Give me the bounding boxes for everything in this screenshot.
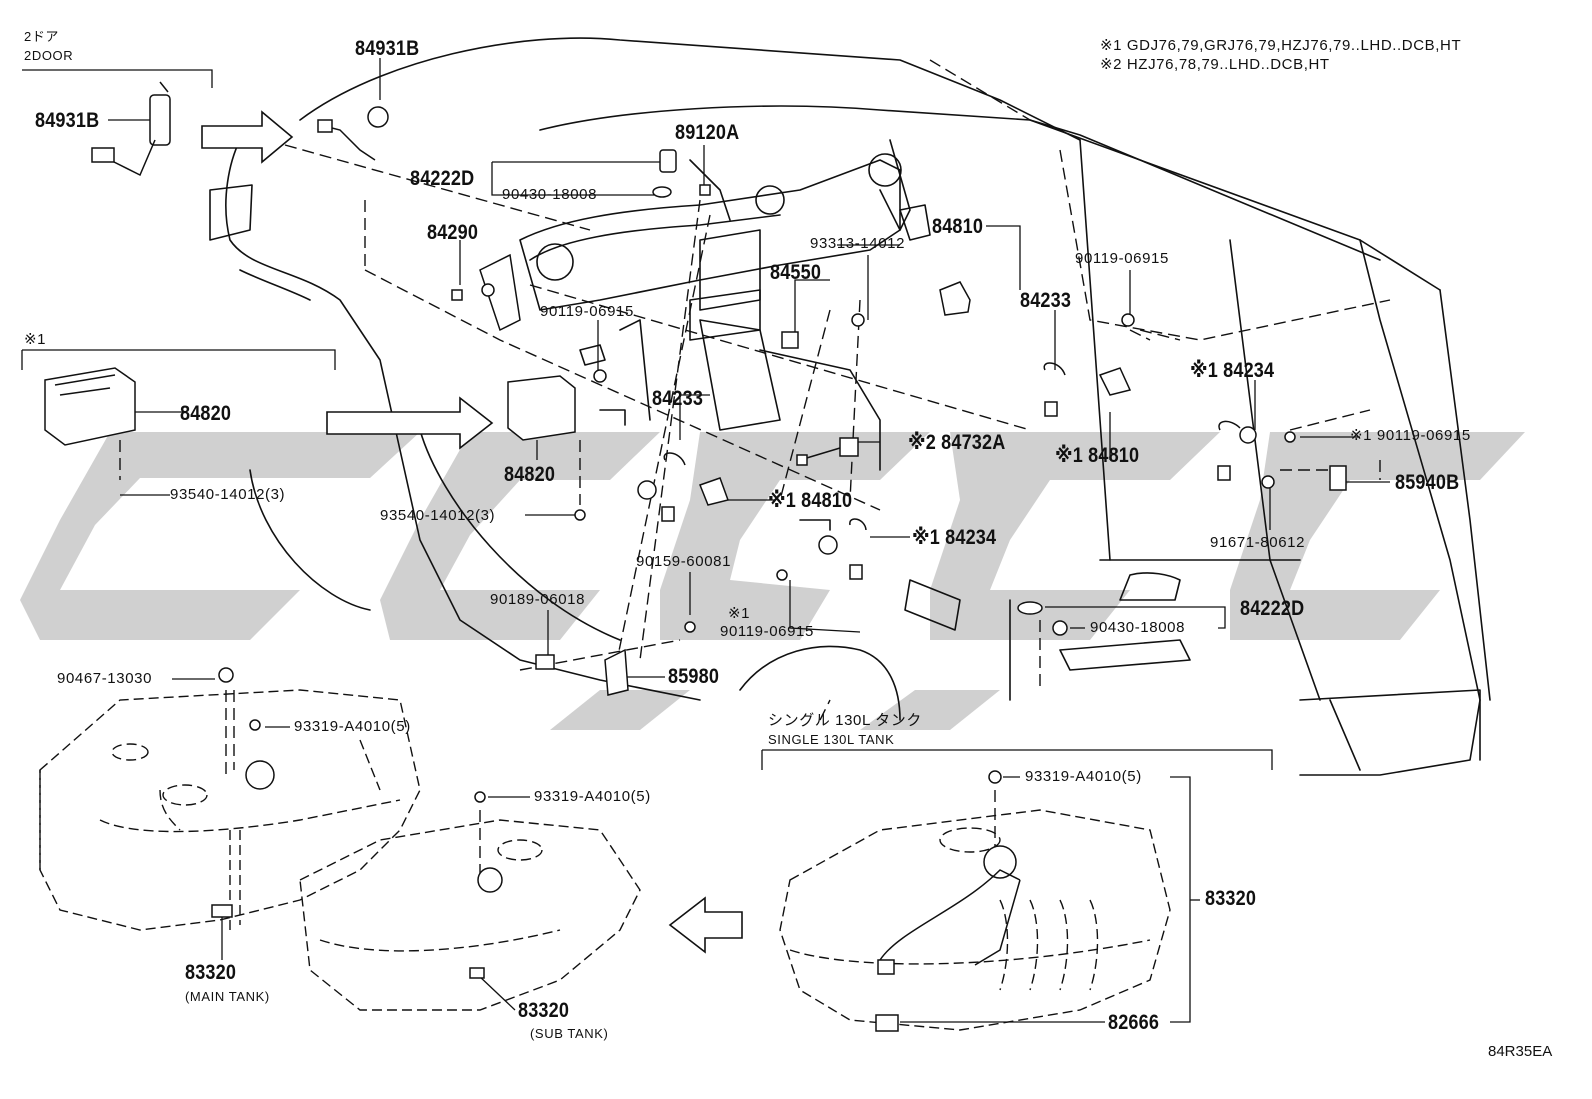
part-90119-c: ※1 90119-06915 bbox=[1350, 427, 1471, 444]
part-84222D-top: 84222D bbox=[410, 167, 475, 190]
part-84222D-b: 84222D bbox=[1240, 597, 1305, 620]
part-84931B-a: 84931B bbox=[355, 37, 420, 60]
main-tank-outline bbox=[39, 689, 421, 931]
group-2door-jp: 2ドア bbox=[24, 29, 60, 44]
arrow-tank bbox=[668, 896, 743, 954]
part-93540-a: 93540-14012(3) bbox=[170, 486, 286, 503]
note-1: ※1 GDJ76,79,GRJ76,79,HZJ76,79..LHD..DCB,… bbox=[1100, 37, 1462, 54]
part-90430-b: 90430-18008 bbox=[1090, 619, 1186, 636]
part-93319-b: 93319-A4010(5) bbox=[534, 788, 651, 805]
part-93319-a: 93319-A4010(5) bbox=[294, 718, 411, 735]
dashboard-outline bbox=[519, 159, 901, 311]
part-84233-a: 84233 bbox=[1020, 289, 1072, 312]
part-83320-single: 83320 bbox=[1205, 887, 1257, 910]
group-2door-en: 2DOOR bbox=[24, 48, 74, 63]
diagram-reference-code: 84R35EA bbox=[1488, 1043, 1553, 1060]
watermark-logo bbox=[20, 432, 1525, 730]
part-93540-b: 93540-14012(3) bbox=[380, 507, 496, 524]
vehicle-roof-outline bbox=[299, 37, 1081, 141]
arrow-2door bbox=[201, 110, 294, 164]
single-tank-outline bbox=[779, 809, 1171, 1031]
bracket-single-tank bbox=[762, 749, 1273, 770]
part-90119-d-mark: ※1 bbox=[728, 605, 751, 622]
part-84234-a: ※1 84234 bbox=[1190, 359, 1275, 382]
note-2: ※2 HZJ76,78,79..LHD..DCB,HT bbox=[1100, 56, 1330, 73]
part-85980: 85980 bbox=[668, 665, 720, 688]
part-84732A: ※2 84732A bbox=[908, 431, 1006, 454]
group-single-tank-en: SINGLE 130L TANK bbox=[768, 732, 895, 747]
part-90119-a: 90119-06915 bbox=[1075, 250, 1169, 267]
part-89120A: 89120A bbox=[675, 121, 740, 144]
part-93313: 93313-14012 bbox=[810, 235, 906, 252]
window-switch-84820-left bbox=[44, 367, 136, 446]
part-84810-c: ※1 84810 bbox=[1055, 444, 1140, 467]
group-single-tank-jp: シングル 130L タンク bbox=[768, 712, 922, 729]
part-90119-d: 90119-06915 bbox=[720, 623, 814, 640]
bracket-2door bbox=[22, 69, 213, 88]
bracket-note1 bbox=[22, 349, 336, 370]
sub-tank-outline bbox=[299, 819, 641, 1011]
switch-84931B-small bbox=[149, 94, 171, 146]
part-84931B-b: 84931B bbox=[35, 109, 100, 132]
part-90159: 90159-60081 bbox=[636, 553, 732, 570]
part-84290: 84290 bbox=[427, 221, 479, 244]
part-82666: 82666 bbox=[1108, 1011, 1160, 1034]
part-84550: 84550 bbox=[770, 261, 822, 284]
part-84810-b: ※1 84810 bbox=[768, 489, 853, 512]
part-84820-b: 84820 bbox=[504, 463, 556, 486]
part-84820-a: 84820 bbox=[180, 402, 232, 425]
group-note1-mark: ※1 bbox=[24, 331, 47, 348]
part-90430-top: 90430-18008 bbox=[502, 186, 598, 203]
part-83320-main: 83320 bbox=[185, 961, 237, 984]
part-90467: 90467-13030 bbox=[57, 670, 153, 687]
vehicle-fender-outline bbox=[225, 139, 701, 701]
part-90119-b: 90119-06915 bbox=[540, 303, 634, 320]
part-84233-b: 84233 bbox=[652, 387, 704, 410]
part-84810-a: 84810 bbox=[932, 215, 984, 238]
part-91671: 91671-80612 bbox=[1210, 534, 1306, 551]
part-83320-sub-note: (SUB TANK) bbox=[530, 1026, 609, 1041]
part-83320-sub: 83320 bbox=[518, 999, 570, 1022]
part-85940B: 85940B bbox=[1395, 471, 1460, 494]
arrow-switch bbox=[326, 396, 494, 450]
part-90189: 90189-06018 bbox=[490, 591, 586, 608]
part-83320-main-note: (MAIN TANK) bbox=[185, 989, 270, 1004]
part-93319-c: 93319-A4010(5) bbox=[1025, 768, 1142, 785]
window-switch-84820-right bbox=[507, 375, 576, 441]
part-84234-b: ※1 84234 bbox=[912, 526, 997, 549]
